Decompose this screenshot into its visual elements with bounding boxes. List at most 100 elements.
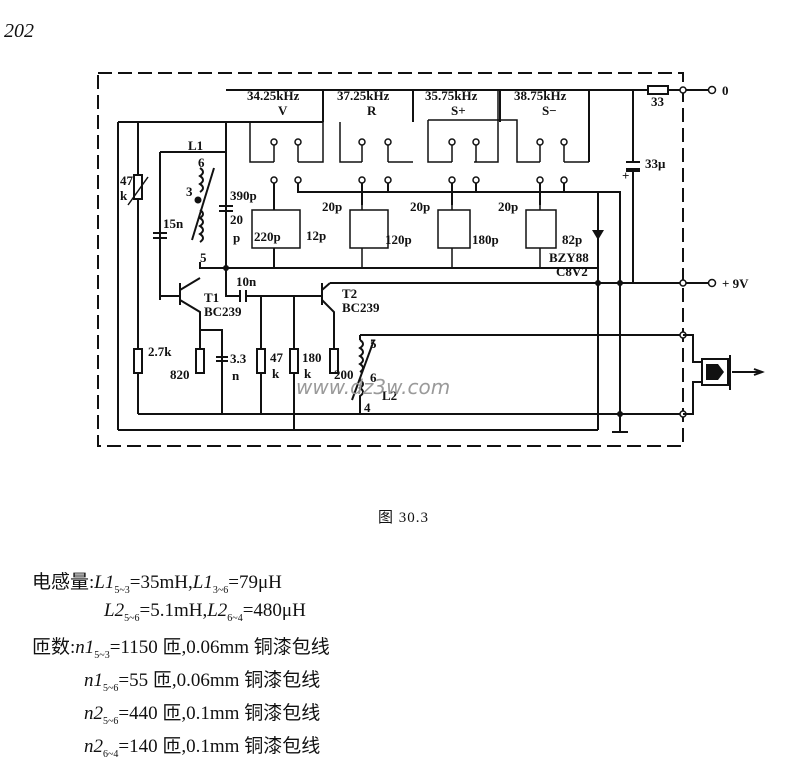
channel-s-plus-frequency: 35.75kHz [425, 88, 478, 103]
cap-10n-label: 10n [236, 274, 257, 289]
winding-name: n2 [84, 736, 103, 757]
winding-taps: 5~6 [103, 715, 119, 727]
resistor-33 [647, 85, 669, 95]
coil-name: L2 [104, 600, 125, 621]
transistor-t2 [321, 282, 335, 350]
page-number: 202 [4, 20, 34, 42]
coil-taps: 5~6 [124, 612, 140, 624]
winding-name: n2 [84, 703, 103, 724]
ground-terminal[interactable] [707, 85, 717, 95]
winding-taps: 5~6 [103, 682, 119, 694]
supply-terminal-label: + 9V [722, 276, 749, 291]
channel-s-minus-name: S− [542, 103, 557, 118]
resistor-47k [256, 348, 266, 374]
winding-taps: 5~3 [94, 649, 110, 661]
cap-3-3n-label: 3.3 [230, 351, 247, 366]
channel-v-frequency: 34.25kHz [247, 88, 300, 103]
coil-taps: 3~6 [212, 584, 229, 596]
winding-name: n1 [84, 670, 103, 691]
t2-type-label: BC239 [342, 300, 380, 315]
watermark: www.dz3w.com [296, 375, 450, 399]
resistor-200 [329, 348, 339, 374]
inductance-line-1: 电感量:L15~3=35mH,L13~6=79μH [32, 567, 282, 596]
resistor-200-label: 200 [334, 367, 354, 382]
inductance-value: =79μH [228, 572, 282, 593]
turns-line-2: n15~6=55 匝,0.06mm 铜漆包线 [84, 665, 320, 694]
inductance-line-2: L25~6=5.1mH,L26~4=480μH [104, 600, 306, 624]
coil-name: L1 [94, 572, 115, 593]
coil-taps: 5~3 [114, 584, 130, 596]
zener-voltage-label: C8V2 [556, 264, 588, 279]
l2-tap5-label: 5 [370, 336, 377, 351]
cap-220p-label: 220p [254, 229, 281, 244]
trimmer-s-minus-label: 20p [498, 199, 518, 214]
turns-value: =1150 匝,0.06mm 铜漆包线 [109, 637, 330, 658]
ground-terminal-label: 0 [722, 83, 729, 98]
trimmer-r-label: 20p [322, 199, 342, 214]
cap-390p-label: 390p [230, 188, 257, 203]
cap-120p-label: 120p [385, 232, 412, 247]
turns-value: =55 匝,0.06mm 铜漆包线 [118, 670, 321, 691]
turns-value: =140 匝,0.1mm 铜漆包线 [118, 736, 321, 757]
cap-3-3n-unit: n [232, 368, 240, 383]
cap-82p-label: 82p [562, 232, 582, 247]
turns-label: 匝数: [32, 637, 76, 658]
channel-v-name: V [278, 103, 288, 118]
switch-bank [249, 90, 589, 163]
zener-diode [592, 230, 604, 240]
trimmer-v-unit: p [233, 230, 240, 245]
inductance-value: =35mH, [129, 572, 193, 593]
coil-name: L1 [192, 572, 213, 593]
t1-type-label: BC239 [204, 304, 242, 319]
l2-label: L2 [382, 388, 397, 403]
channel-s-plus-name: S+ [451, 103, 466, 118]
transistor-t1 [160, 277, 201, 350]
resistor-2-7k-label: 2.7k [148, 344, 172, 359]
figure-caption: 图 30.3 [378, 510, 430, 526]
turns-line-3: n25~6=440 匝,0.1mm 铜漆包线 [84, 698, 320, 727]
channel-r-frequency: 37.25kHz [337, 88, 390, 103]
output-arrow-icon [729, 355, 765, 390]
inductance-label: 电感量: [32, 572, 95, 593]
cap-33u-label: 33μ [645, 156, 666, 171]
cap-390p [219, 205, 233, 212]
l2-tap4-label: 4 [364, 400, 371, 415]
coil-taps: 6~4 [227, 612, 243, 624]
module-enclosure [97, 72, 684, 447]
winding-name: n1 [75, 637, 95, 658]
cap-10n [239, 290, 247, 302]
resistor-33-label: 33 [651, 94, 665, 109]
resistor-2-7k [133, 348, 143, 374]
inductance-value: =5.1mH, [139, 600, 208, 621]
channel-s-minus-frequency: 38.75kHz [514, 88, 567, 103]
coil-name: L2 [207, 600, 228, 621]
cap-polarity-label: + [622, 168, 629, 183]
resistor-47k-2-label: 47 [270, 350, 284, 365]
l2-tap6-label: 6 [370, 370, 377, 385]
zener-type-label: BZY88 [549, 250, 589, 265]
trimmer-v-label: 20 [230, 212, 243, 227]
junction [679, 86, 687, 94]
turns-line-1: 匝数:n15~3=1150 匝,0.06mm 铜漆包线 [32, 632, 330, 661]
l1-tap3-label: 3 [186, 184, 193, 199]
inductance-value: =480μH [242, 600, 306, 621]
l1-coil [198, 167, 204, 243]
l1-tap6-label: 6 [198, 155, 205, 170]
trimmer-s-plus-label: 20p [410, 199, 430, 214]
t2-label: T2 [342, 286, 357, 301]
cap-12p-label: 12p [306, 228, 326, 243]
switch-contacts[interactable] [270, 138, 568, 184]
supply-terminal[interactable] [707, 278, 717, 288]
cap-180p-label: 180p [472, 232, 499, 247]
resistor-47k-variable [133, 174, 143, 200]
resistor-47k-unit: k [120, 188, 128, 203]
cap-15n-label: 15n [163, 216, 184, 231]
turns-line-4: n26~4=140 匝,0.1mm 铜漆包线 [84, 731, 320, 760]
l1-label: L1 [188, 138, 203, 153]
winding-taps: 6~4 [103, 748, 119, 760]
cap-3-3n [216, 356, 228, 362]
resistor-180k-unit: k [304, 366, 312, 381]
circuit-schematic: 0 33 33μ + 34.25kHz V 37.25kHz R 35.75kH… [97, 72, 765, 447]
resistor-180k [289, 348, 299, 374]
cap-15n [153, 232, 167, 239]
